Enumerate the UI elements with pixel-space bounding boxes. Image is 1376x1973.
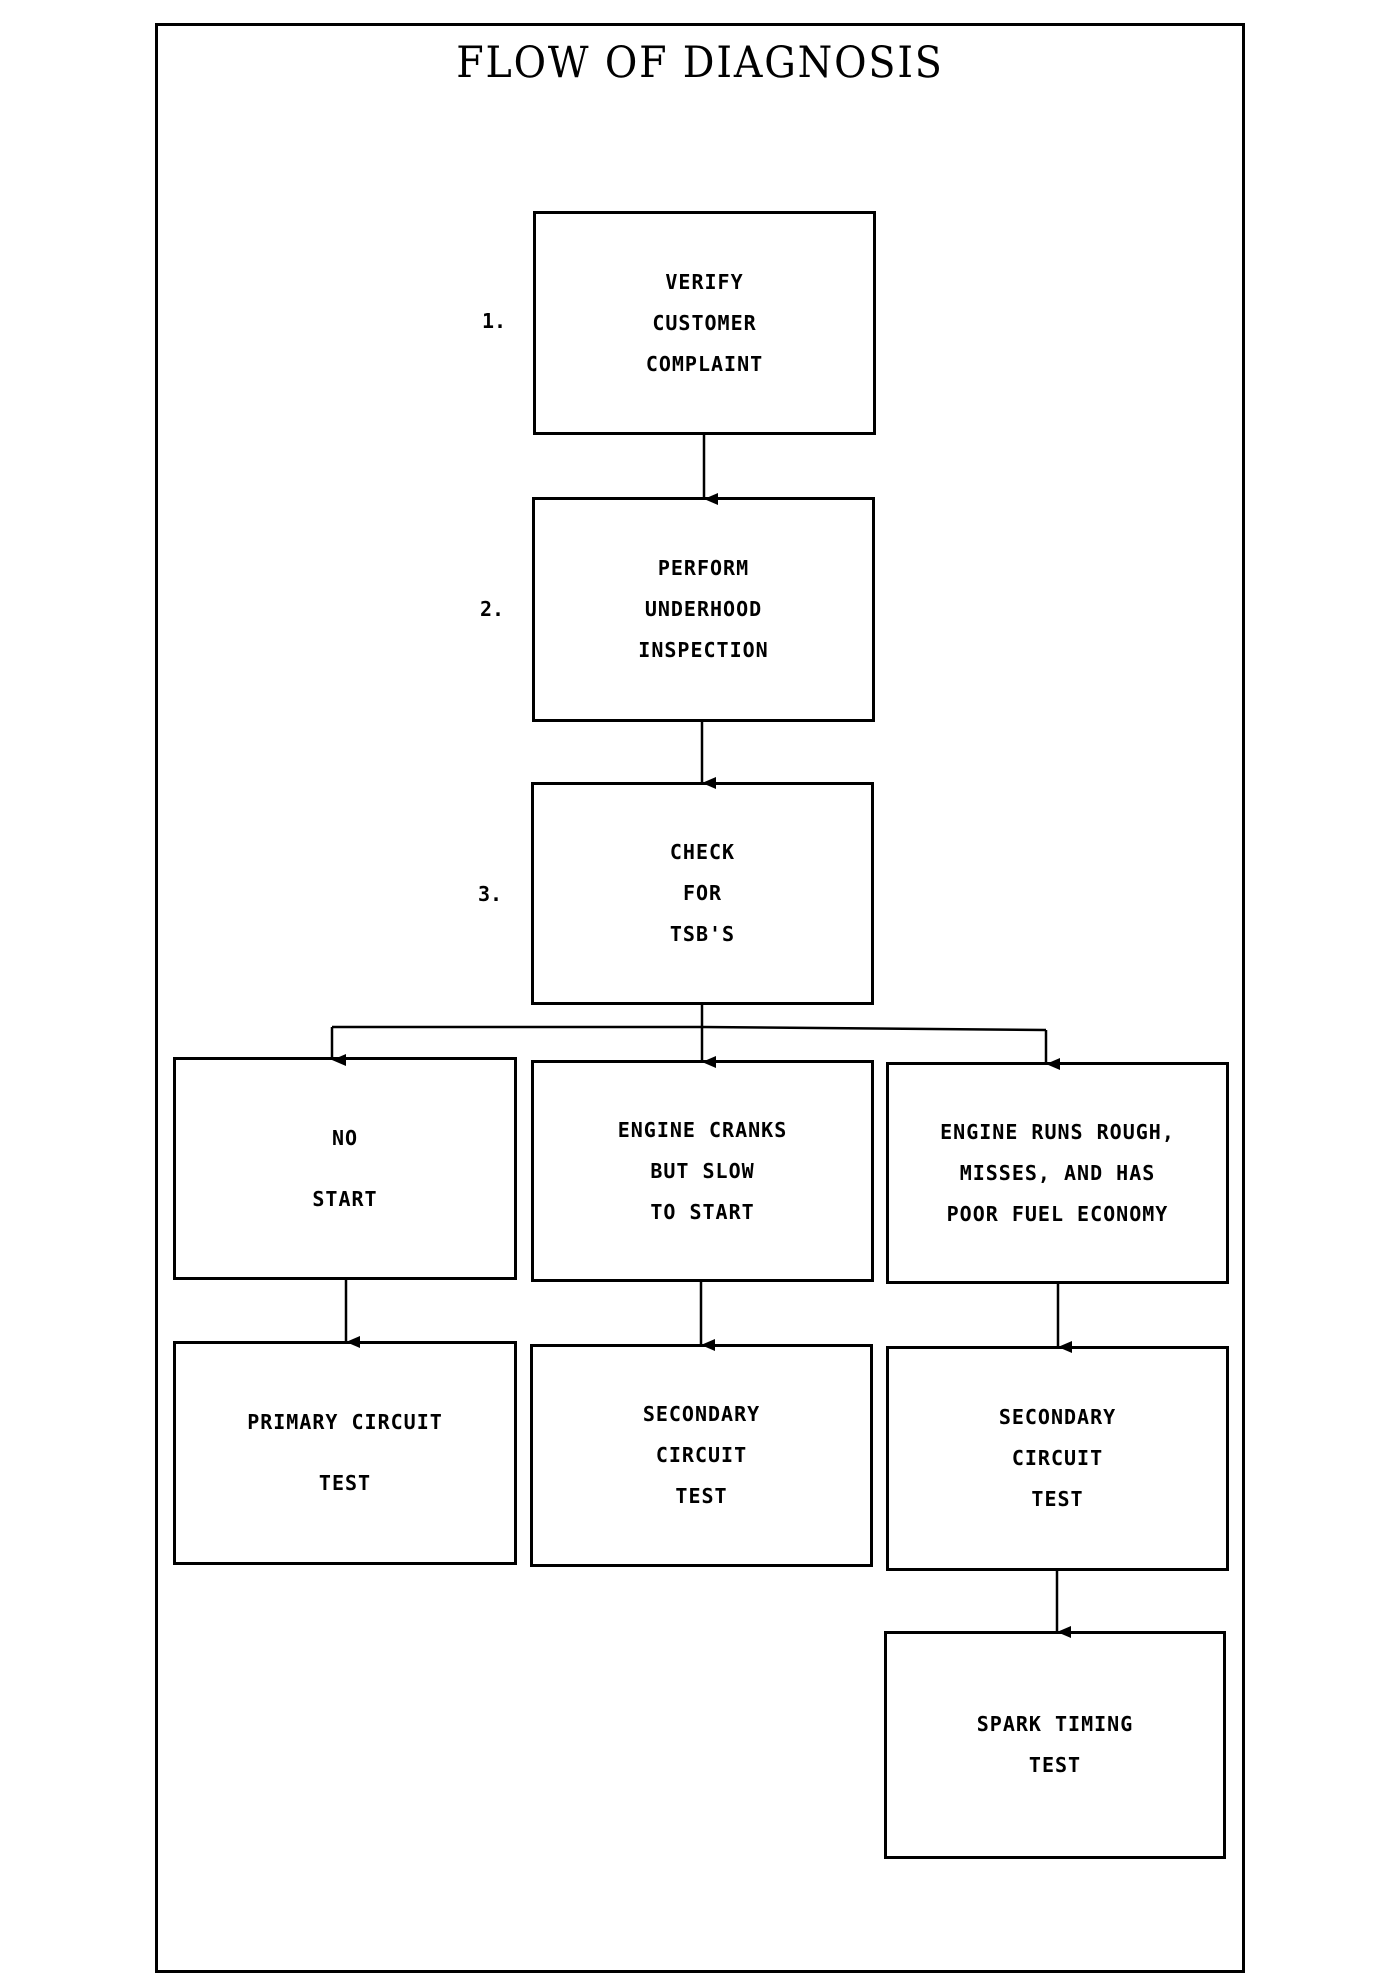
symptom-no-start: NO START [173, 1057, 517, 1280]
box-line: TEST [1031, 1487, 1084, 1511]
symptom-runs-rough: ENGINE RUNS ROUGH, MISSES, AND HAS POOR … [886, 1062, 1229, 1284]
box-line: COMPLAINT [645, 351, 764, 376]
step-check-tsbs: CHECK FOR TSB'S [531, 782, 874, 1005]
box-line: TEST [675, 1484, 728, 1508]
box-line: TEST [1028, 1753, 1082, 1777]
box-line: MISSES, AND HAS [959, 1160, 1156, 1185]
test-spark-timing: SPARK TIMING TEST [884, 1631, 1226, 1859]
box-line: FOR [682, 881, 723, 905]
box-line: VERIFY [665, 269, 744, 294]
page-title: FLOW OF DIAGNOSIS [456, 38, 944, 88]
step-number-1: 1. [482, 309, 507, 333]
box-line: CIRCUIT [655, 1443, 748, 1467]
box-line: POOR FUEL ECONOMY [946, 1201, 1169, 1226]
step-underhood-inspection: PERFORM UNDERHOOD INSPECTION [532, 497, 875, 722]
symptom-cranks-slow: ENGINE CRANKS BUT SLOW TO START [531, 1060, 874, 1282]
box-line: SPARK TIMING [976, 1712, 1134, 1736]
box-line: UNDERHOOD [644, 597, 763, 621]
box-line: NO [331, 1125, 359, 1150]
box-line: CIRCUIT [1011, 1446, 1104, 1470]
box-line: TO START [650, 1199, 755, 1224]
step-number-3: 3. [478, 882, 503, 906]
box-line: SECONDARY [642, 1402, 761, 1426]
box-line: CHECK [669, 840, 736, 864]
test-primary-circuit: PRIMARY CIRCUIT TEST [173, 1341, 517, 1565]
box-line: PRIMARY CIRCUIT [247, 1410, 443, 1434]
box-line: SECONDARY [998, 1405, 1117, 1429]
box-line: ENGINE CRANKS [617, 1117, 788, 1142]
box-line: TSB'S [669, 922, 736, 946]
box-line: PERFORM [657, 556, 750, 580]
box-line: CUSTOMER [652, 310, 757, 335]
step-verify-complaint: VERIFY CUSTOMER COMPLAINT [533, 211, 876, 435]
box-line: BUT SLOW [650, 1158, 755, 1183]
box-line: INSPECTION [638, 638, 769, 662]
box-line: TEST [318, 1471, 372, 1495]
box-line: ENGINE RUNS ROUGH, [940, 1119, 1175, 1144]
test-secondary-circuit-rough: SECONDARY CIRCUIT TEST [886, 1346, 1229, 1571]
test-secondary-circuit-cranks: SECONDARY CIRCUIT TEST [530, 1344, 873, 1567]
step-number-2: 2. [480, 597, 505, 621]
box-line: START [312, 1186, 378, 1211]
